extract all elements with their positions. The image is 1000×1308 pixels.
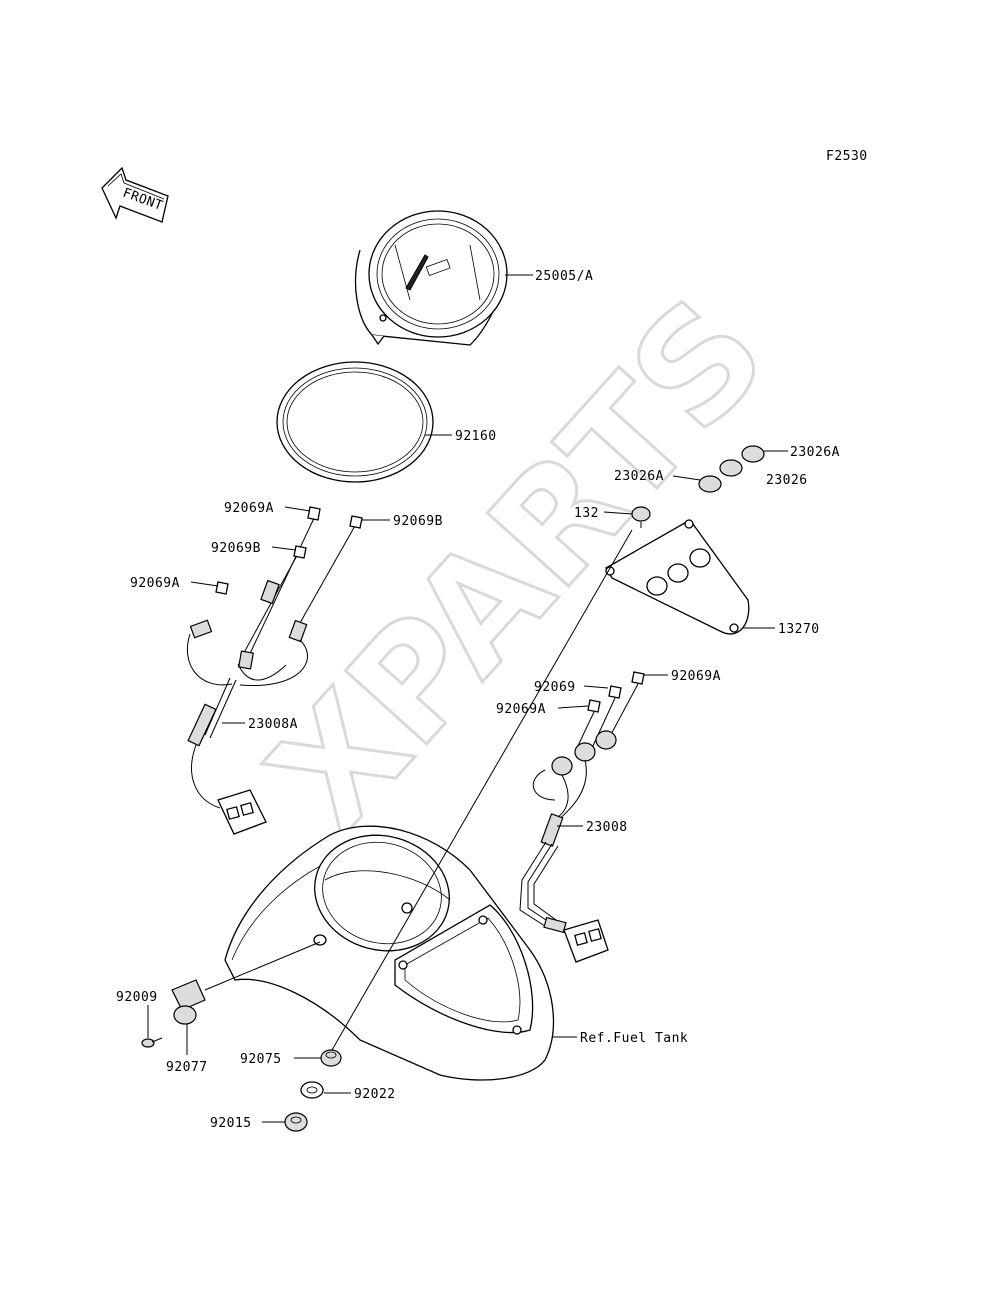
- label-92015: 92015: [210, 1116, 252, 1131]
- label-23008: 23008: [586, 820, 628, 835]
- meter-cover: [224, 825, 554, 1081]
- label-92069a-3: 92069A: [671, 669, 721, 684]
- label-92069a-1: 92069A: [224, 501, 274, 516]
- trip-knob-92077: [171, 941, 321, 1025]
- label-23026a-top: 23026A: [790, 445, 840, 460]
- label-92077: 92077: [166, 1060, 208, 1075]
- part-labels: 25005/A 92160 23026A 23026A 23026 132 13…: [116, 269, 840, 1131]
- label-132: 132: [574, 506, 599, 521]
- label-23026a-left: 23026A: [614, 469, 664, 484]
- leader-lines: [147, 274, 788, 1123]
- label-25005a: 25005/A: [535, 269, 593, 284]
- meter-harness-left: [186, 506, 363, 835]
- grommet-92075: [320, 1049, 342, 1067]
- indicator-harness-right: [519, 671, 645, 963]
- label-92160: 92160: [455, 429, 497, 444]
- label-92009: 92009: [116, 990, 158, 1005]
- label-92069a-2: 92069A: [130, 576, 180, 591]
- label-13270: 13270: [778, 622, 820, 637]
- gasket-ring: [276, 361, 434, 483]
- washer-92022: [300, 1081, 324, 1099]
- label-ref-fuel-tank: Ref.Fuel Tank: [580, 1031, 688, 1046]
- label-92069b-2: 92069B: [211, 541, 261, 556]
- nut-92015: [284, 1112, 308, 1132]
- assembly-line: [331, 529, 633, 1051]
- indicator-caps: [698, 445, 765, 493]
- label-92075: 92075: [240, 1052, 282, 1067]
- screw-92009: [141, 1037, 163, 1048]
- label-92069: 92069: [534, 680, 576, 695]
- indicator-bracket: [605, 519, 750, 635]
- front-arrow-icon: FRONT: [101, 166, 169, 223]
- label-92069a-4: 92069A: [496, 702, 546, 717]
- label-23008a: 23008A: [248, 717, 298, 732]
- label-92022: 92022: [354, 1087, 396, 1102]
- label-92069b-1: 92069B: [393, 514, 443, 529]
- meter-assembly: [354, 210, 508, 346]
- label-23026: 23026: [766, 473, 808, 488]
- figure-code: F2530: [826, 149, 868, 164]
